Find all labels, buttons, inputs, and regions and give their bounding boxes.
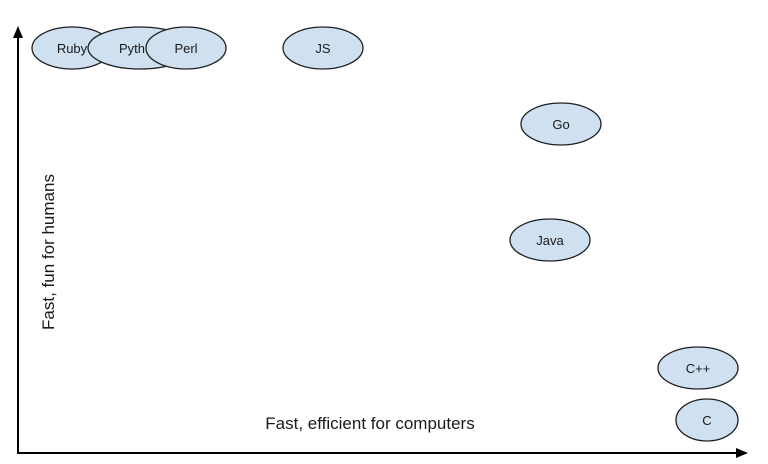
language-bubble-cpp: C++ (657, 346, 739, 390)
x-axis-label: Fast, efficient for computers (265, 414, 474, 433)
language-bubble-js: JS (282, 26, 364, 70)
language-bubble-c: C (675, 398, 739, 442)
y-axis-arrowhead (13, 26, 23, 38)
bubble-java (509, 218, 591, 262)
x-axis (18, 448, 748, 458)
language-bubble-go: Go (520, 102, 602, 146)
bubble-js (282, 26, 364, 70)
bubble-go (520, 102, 602, 146)
language-bubble-ruby: Ruby (31, 26, 113, 70)
label-cpp: C++ (686, 361, 711, 376)
language-bubble-java: Java (509, 218, 591, 262)
label-python: Pyth (119, 41, 145, 56)
language-bubble-perl: Perl (145, 26, 227, 70)
y-axis-label: Fast, fun for humans (39, 174, 58, 330)
x-axis-arrowhead (736, 448, 748, 458)
label-go: Go (552, 117, 569, 132)
label-c: C (702, 413, 711, 428)
bubble-cpp (657, 346, 739, 390)
bubble-c (675, 398, 739, 442)
label-ruby: Ruby (57, 41, 88, 56)
label-perl: Perl (174, 41, 197, 56)
label-java: Java (536, 233, 564, 248)
y-axis (13, 26, 23, 454)
label-js: JS (315, 41, 331, 56)
bubble-perl (145, 26, 227, 70)
